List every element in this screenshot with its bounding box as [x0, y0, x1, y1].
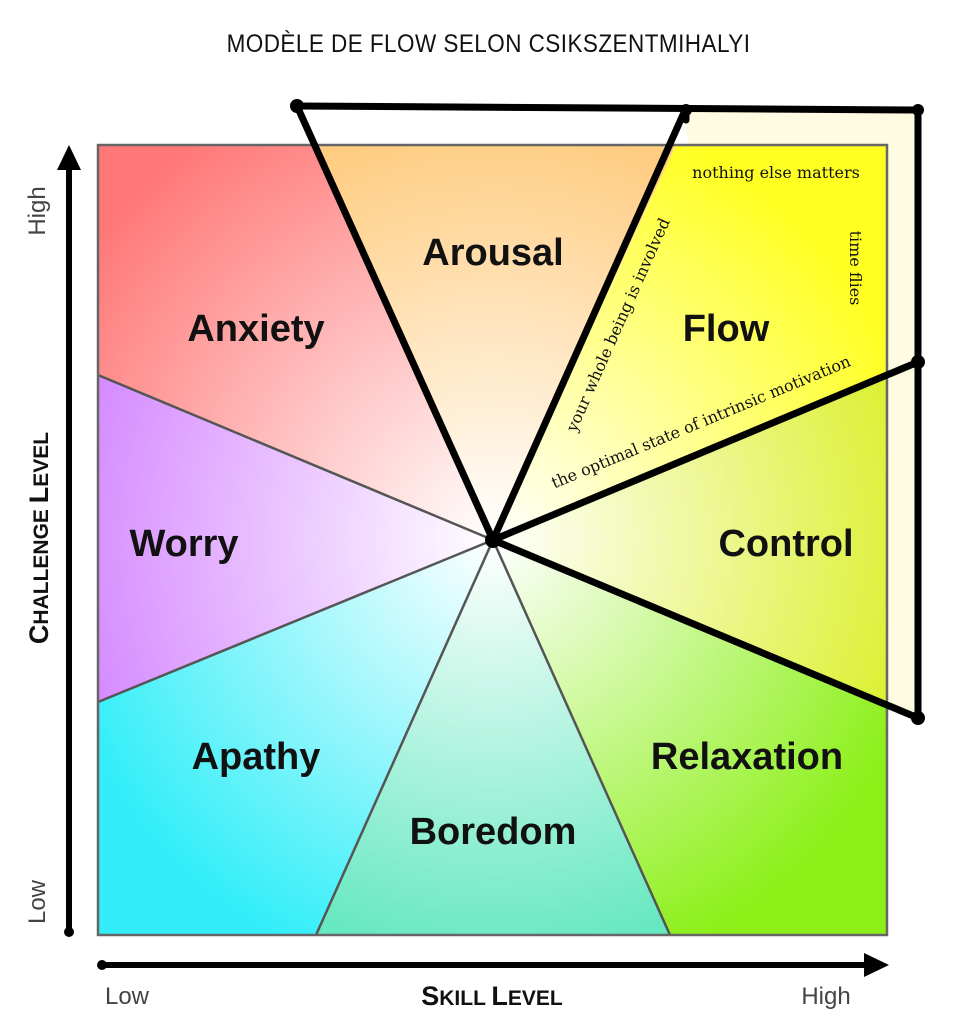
y-axis-title: CHALLENGE LEVEL — [24, 432, 54, 644]
note-time-flies: time flies — [846, 231, 865, 306]
label-boredom: Boredom — [410, 811, 577, 853]
y-axis-low-label: Low — [24, 879, 51, 924]
x-axis-title: SKILL LEVEL — [421, 981, 563, 1011]
region-boredom — [316, 540, 670, 935]
label-flow: Flow — [683, 308, 770, 350]
region-arousal — [314, 145, 676, 540]
region-control — [493, 372, 887, 703]
label-arousal: Arousal — [422, 232, 563, 274]
label-apathy: Apathy — [192, 736, 321, 778]
y-axis — [57, 145, 81, 937]
x-axis-low-label: Low — [105, 983, 150, 1010]
diagram-title: MODÈLE DE FLOW SELON CSIKSZENTMIHALYI — [226, 30, 751, 58]
plot-border — [96, 143, 889, 937]
region-apathy — [98, 540, 493, 935]
x-axis-high-label: High — [801, 983, 850, 1010]
y-axis-high-label: High — [24, 186, 51, 235]
region-worry — [98, 375, 493, 702]
label-anxiety: Anxiety — [187, 308, 324, 350]
outline-corner-dots — [290, 99, 925, 725]
thin-dividers — [97, 373, 672, 936]
label-relaxation: Relaxation — [651, 736, 843, 778]
region-relaxation — [493, 540, 887, 935]
label-control: Control — [718, 523, 853, 565]
label-worry: Worry — [129, 523, 238, 565]
region-anxiety — [98, 145, 493, 540]
note-nothing-else-matters: nothing else matters — [692, 163, 860, 182]
region-flow — [493, 145, 887, 540]
x-axis — [97, 953, 889, 977]
